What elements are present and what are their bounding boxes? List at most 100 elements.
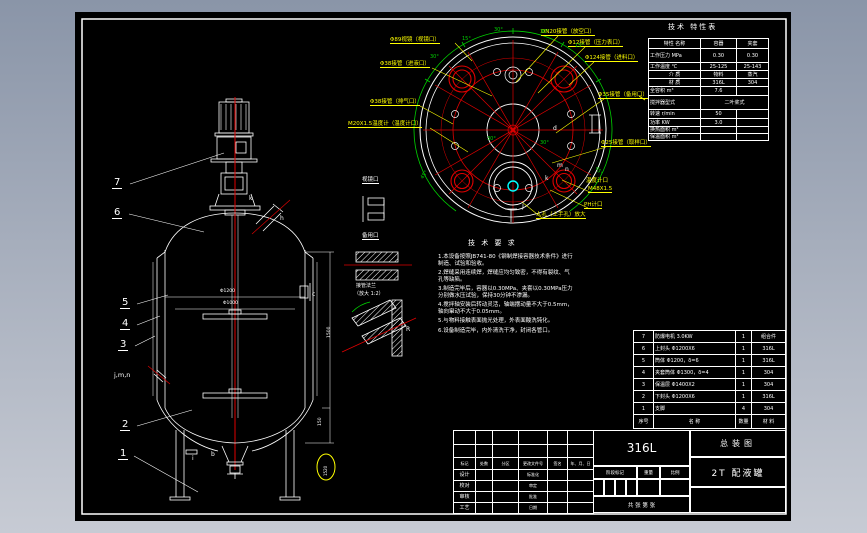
cell: 材 料 <box>751 414 786 429</box>
tech-req-title: 技 术 要 求 <box>468 239 517 247</box>
cell: 7 <box>633 330 654 343</box>
cell: 下封头 Φ1200X6 <box>653 390 736 403</box>
material-value: 316L <box>626 441 657 455</box>
doc-type-cell: 总装图 <box>690 430 786 457</box>
cell: 筒体 Φ1200，δ=6 <box>653 354 736 367</box>
cell: 1 <box>735 378 752 391</box>
stage-label: 阶段标记 <box>606 470 624 476</box>
cell: 容器 <box>700 38 737 49</box>
cell: 数量 <box>735 414 752 429</box>
cell: 组合件 <box>751 330 786 343</box>
dim-150: 150 <box>318 417 323 426</box>
label-feed: Φ124接管（进料口） <box>585 55 639 62</box>
detail-sightglass <box>362 196 385 222</box>
cell: 316L <box>751 390 786 403</box>
cell: 日期 <box>518 502 548 514</box>
elevation-view <box>128 97 336 501</box>
cell: 防爆电机 3.0KW <box>653 330 736 343</box>
tech-req-item: 2.焊缝采用连续焊，焊缝应均匀致密，不得有裂纹、气孔等缺陷。 <box>438 270 570 283</box>
cell: 7.6 <box>700 86 737 96</box>
cell: 4 <box>735 402 752 415</box>
cell: 材 质 <box>648 78 701 87</box>
stage-box <box>604 479 615 496</box>
weight-label-cell: 重量 <box>637 466 660 479</box>
tech-req-item: 3.制造完毕后，容器以0.30MPa、夹套以0.30MPa压力分别做水压试验，保… <box>438 286 573 299</box>
detail2-label: 备用口 <box>362 233 379 240</box>
material-cell: 316L <box>593 430 690 466</box>
cell: 上封头 Φ1200X6 <box>653 342 736 355</box>
balloon-leaders <box>128 152 225 493</box>
cell: 1 <box>735 390 752 403</box>
cell: 名 称 <box>653 414 736 429</box>
cell: 25-143 <box>736 62 769 71</box>
cell: 1 <box>735 366 752 379</box>
tech-req-item: 1.本设备按照JB741-80《钢制焊接容器技术条件》进行制造、试验和验收。 <box>438 254 573 267</box>
cell: 3.0 <box>700 118 737 127</box>
cell: 审定 <box>518 480 548 492</box>
nozzle-letter-h: h <box>280 215 284 222</box>
cell <box>736 86 769 96</box>
detail3-label: 接管法兰 <box>356 283 377 289</box>
cell: 保温层 Φ1400X2 <box>653 378 736 391</box>
label-leaders <box>419 35 607 219</box>
side-nozzles <box>147 283 311 385</box>
label-manhole-detail: 人孔（上手孔）放大 <box>536 212 586 219</box>
tech-req-item: 6.设备制造完毕，内外清洗干净，封闭各管口。 <box>438 327 554 334</box>
bottom-outlet-valve <box>185 445 249 479</box>
cell: 处数 <box>475 457 493 470</box>
nozzle-letters-jmn: j,m,n <box>114 371 131 379</box>
angle-30-2: 30° <box>494 27 503 33</box>
manhole <box>488 161 538 211</box>
cell <box>700 133 737 141</box>
stage-box <box>593 479 604 496</box>
cell <box>700 126 737 134</box>
label-sightglass: Φ89视镜（视镜口） <box>390 37 440 44</box>
dim-d1000: Φ1000 <box>223 301 238 306</box>
balloon-4: 4 <box>120 318 131 330</box>
sheet-count-cell: 共 张 第 张 <box>593 496 690 513</box>
port-letter-m: m <box>557 162 563 169</box>
scale-value-cell <box>660 479 690 496</box>
cell: 转速 r/min <box>648 109 701 119</box>
cell: 搅拌器型式 <box>648 95 701 110</box>
revision-dim: 1520 <box>323 465 328 476</box>
cell <box>736 118 769 127</box>
angle-30-4: 30° <box>487 136 496 142</box>
label-spare: Φ35接管（备用口） <box>598 92 648 99</box>
weight-label: 重量 <box>644 470 653 476</box>
cell: 支脚 <box>653 402 736 415</box>
label-air-release: DN20接管（放空口） <box>541 29 595 36</box>
detail-views <box>341 196 417 357</box>
spokes <box>423 40 603 223</box>
label-vent: Φ38接管（排气口） <box>370 99 420 106</box>
cell: 特性 名称 <box>648 38 701 49</box>
cell: 校对 <box>453 480 476 492</box>
label-pressure-gauge: Φ12接管（压力表口） <box>568 40 624 47</box>
balloon-5: 5 <box>120 297 131 309</box>
angle-30-3: 30° <box>540 29 549 35</box>
label-liquid-inlet: Φ38接管（进液口） <box>380 61 430 68</box>
cell: 316L <box>700 78 737 87</box>
large-nozzles <box>448 65 578 193</box>
cell: 4 <box>633 366 654 379</box>
port-letter-d: d <box>553 125 557 132</box>
cell: 夹套 <box>736 38 769 49</box>
bolt-holes <box>451 66 575 192</box>
cell: 1 <box>735 342 752 355</box>
nozzle-letter-b: b <box>211 451 215 458</box>
cell: 年、月、日 <box>567 457 594 470</box>
cell: 304 <box>751 402 786 415</box>
weight-value-cell <box>637 479 660 496</box>
detail-nozzle-section <box>344 251 412 281</box>
title-block-revision-grid: 标记处数分区更改文件号签名年、月、日 设计标准化 校对审定 审核批准 工艺日期 <box>453 430 594 514</box>
cell: 标准化 <box>518 469 548 481</box>
nozzle-letter-i: i <box>192 455 194 462</box>
label-thermo-port: 温度计口 <box>586 178 609 184</box>
cell: 0.30 <box>700 48 737 63</box>
cell: 1 <box>633 402 654 415</box>
detail3-letter-r: R <box>406 326 411 333</box>
detail3-scale: （放大 1:2） <box>354 291 384 297</box>
